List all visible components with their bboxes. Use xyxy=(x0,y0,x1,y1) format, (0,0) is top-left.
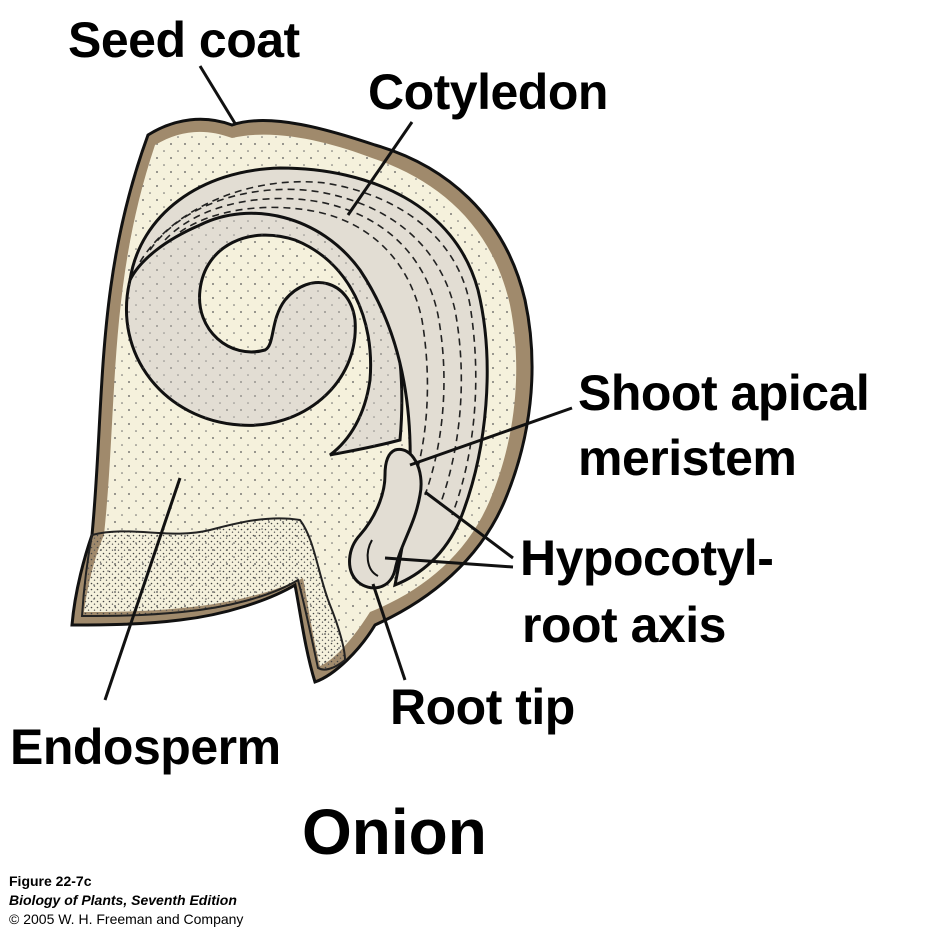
copyright: © 2005 W. H. Freeman and Company xyxy=(9,911,244,927)
label-shoot-apical-line1: Shoot apical xyxy=(578,365,870,421)
label-root-tip: Root tip xyxy=(390,679,575,735)
book-title: Biology of Plants, Seventh Edition xyxy=(9,892,237,908)
label-endosperm: Endosperm xyxy=(10,719,281,775)
label-shoot-apical-line2: meristem xyxy=(578,430,797,486)
label-seed-coat: Seed coat xyxy=(68,12,300,68)
diagram-title: Onion xyxy=(302,796,487,868)
label-cotyledon: Cotyledon xyxy=(368,64,608,120)
leader-lines xyxy=(103,65,573,701)
label-hypocotyl-line2: root axis xyxy=(522,597,726,653)
figure-number: Figure 22-7c xyxy=(9,873,92,889)
label-hypocotyl-line1: Hypocotyl- xyxy=(520,530,774,586)
cotyledon-vascular-lines xyxy=(139,181,477,516)
endosperm-lower-band xyxy=(80,517,347,671)
cotyledon-outer-band xyxy=(128,166,489,588)
